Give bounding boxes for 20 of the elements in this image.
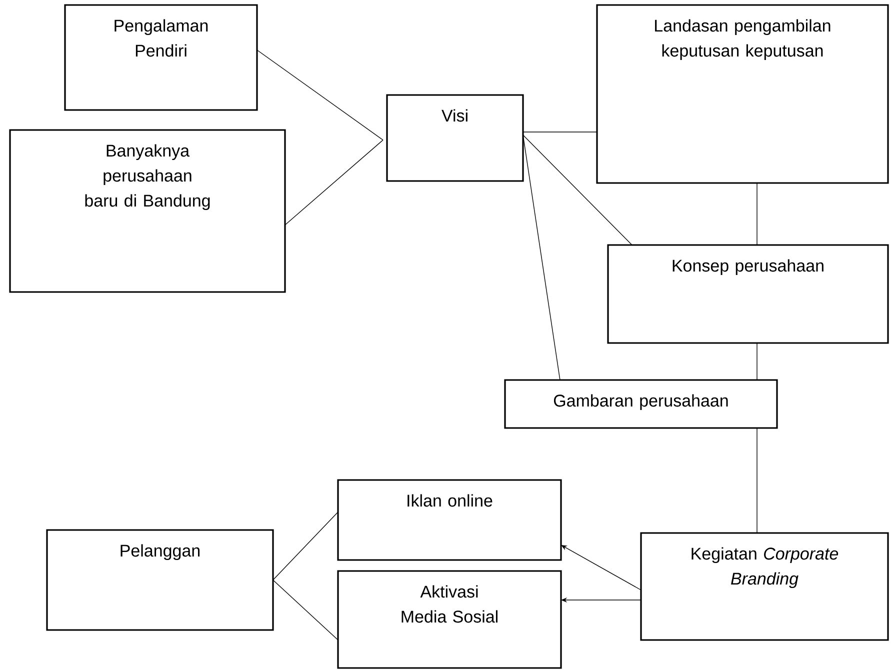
- connector-line: [256, 50, 384, 140]
- connector-line: [756, 428, 758, 534]
- process-box: Landasan pengambilan keputusan keputusan: [596, 4, 889, 184]
- connector-line: [756, 342, 758, 380]
- process-box: Gambaran perusahaan: [504, 379, 778, 429]
- process-box: Kegiatan Corporate Branding: [640, 532, 889, 641]
- process-box: Pelanggan: [46, 529, 274, 631]
- process-box: Konsep perusahaan: [607, 244, 889, 344]
- connector-line: [272, 512, 338, 580]
- process-box: Pengalaman Pendiri: [64, 4, 258, 111]
- connector-line: [522, 134, 632, 246]
- connector-line: [272, 580, 338, 640]
- process-box: Aktivasi Media Sosial: [337, 570, 562, 669]
- process-box: Visi: [386, 94, 524, 182]
- process-box: Iklan online: [337, 479, 562, 561]
- connector-line: [756, 182, 758, 246]
- connector-line: [522, 134, 560, 380]
- process-box: Banyaknya perusahaan baru di Bandung: [9, 129, 286, 293]
- connector-line: [284, 140, 384, 226]
- arrow: [561, 545, 642, 590]
